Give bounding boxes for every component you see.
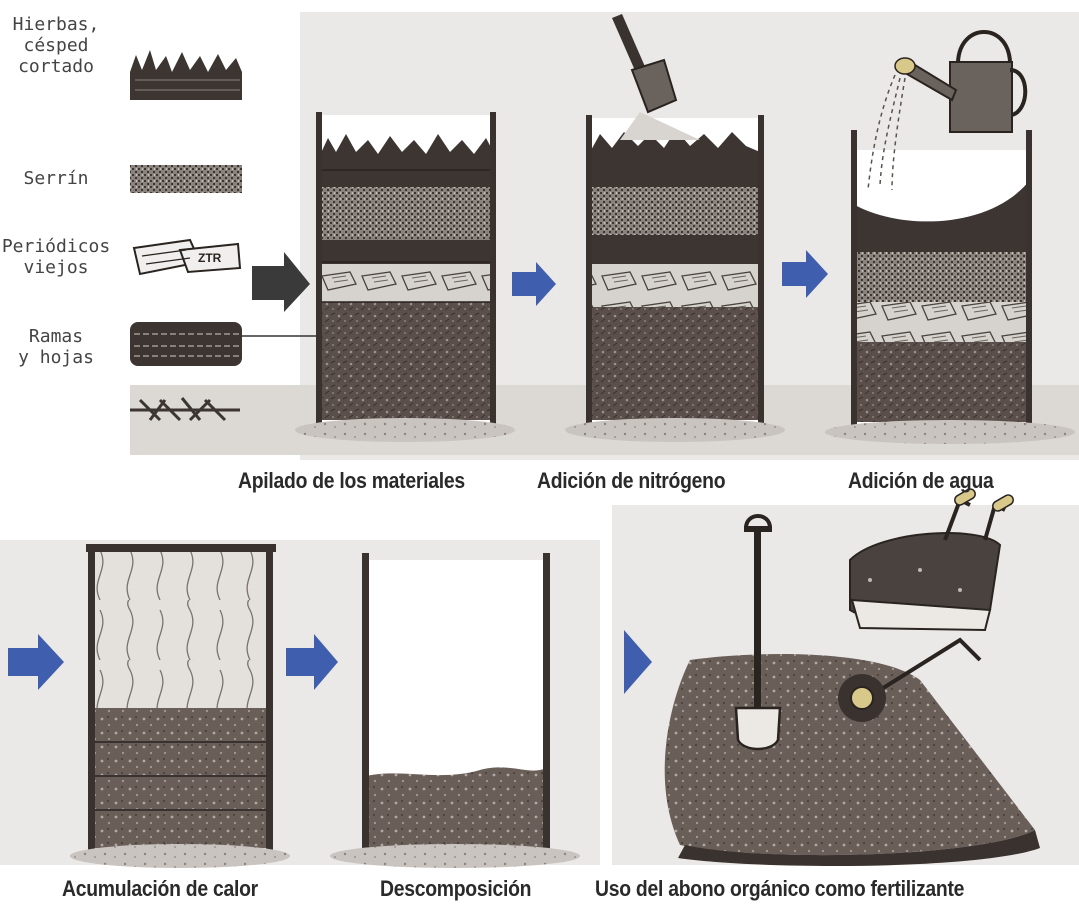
legend-branches-label: Ramas y hojas xyxy=(0,326,112,368)
grass-icon xyxy=(130,50,242,100)
bin-nitrogen xyxy=(586,115,764,430)
bin-stacked-materials xyxy=(316,112,496,430)
bin-decomposition xyxy=(362,553,550,853)
blue-arrow-4-icon xyxy=(286,634,338,690)
bin3-ground xyxy=(825,420,1075,444)
caption-adding-water: Adición de agua xyxy=(848,468,994,493)
caption-use-as-fertilizer: Uso del abono orgánico como fertilizante xyxy=(595,876,965,901)
bin-water xyxy=(851,130,1032,430)
bin5-ground xyxy=(330,844,580,868)
caption-decomposition: Descomposición xyxy=(380,876,532,901)
legend-branches-line2: y hojas xyxy=(18,347,94,368)
newspaper-icon: ZTR xyxy=(130,238,242,285)
watering-can-icon xyxy=(867,30,1028,191)
legend-newspaper-line2: viejos xyxy=(23,257,89,278)
bin1-ground xyxy=(295,418,515,442)
bin-heat xyxy=(86,544,276,854)
blue-arrow-5-icon xyxy=(624,630,652,694)
blue-arrow-2-icon xyxy=(782,250,828,298)
svg-text:ZTR: ZTR xyxy=(198,251,222,265)
caption-stacking-materials: Apilado de los materiales xyxy=(238,468,465,493)
legend-branches-line1: Ramas xyxy=(28,326,84,347)
caption-heat-accumulation: Acumulación de calor xyxy=(62,876,258,901)
bin2-ground xyxy=(565,418,785,442)
caption-adding-nitrogen: Adición de nitrógeno xyxy=(537,468,726,493)
spade-icon xyxy=(734,514,782,751)
bin4-ground xyxy=(70,844,290,868)
legend-newspaper-label: Periódicos viejos xyxy=(0,236,112,278)
shovel-icon xyxy=(612,14,700,140)
legend-grass-line3: cortado xyxy=(18,56,94,77)
legend-grass-line1: Hierbas, xyxy=(12,14,100,35)
wheelbarrow-icon xyxy=(838,488,1014,722)
legend-arrow-icon xyxy=(252,252,310,312)
legend-newspaper-line1: Periódicos xyxy=(1,236,111,257)
legend-grass-line2: césped xyxy=(23,35,89,56)
legend-sawdust-label: Serrín xyxy=(0,168,112,189)
sawdust-icon xyxy=(130,165,242,193)
legend-sawdust-line1: Serrín xyxy=(23,168,89,189)
blue-arrow-3-icon xyxy=(8,634,64,690)
blue-arrow-1-icon xyxy=(512,262,556,306)
branches-icon xyxy=(130,322,242,366)
twigs-icon xyxy=(130,397,240,422)
legend-grass-label: Hierbas, césped cortado xyxy=(0,14,112,77)
